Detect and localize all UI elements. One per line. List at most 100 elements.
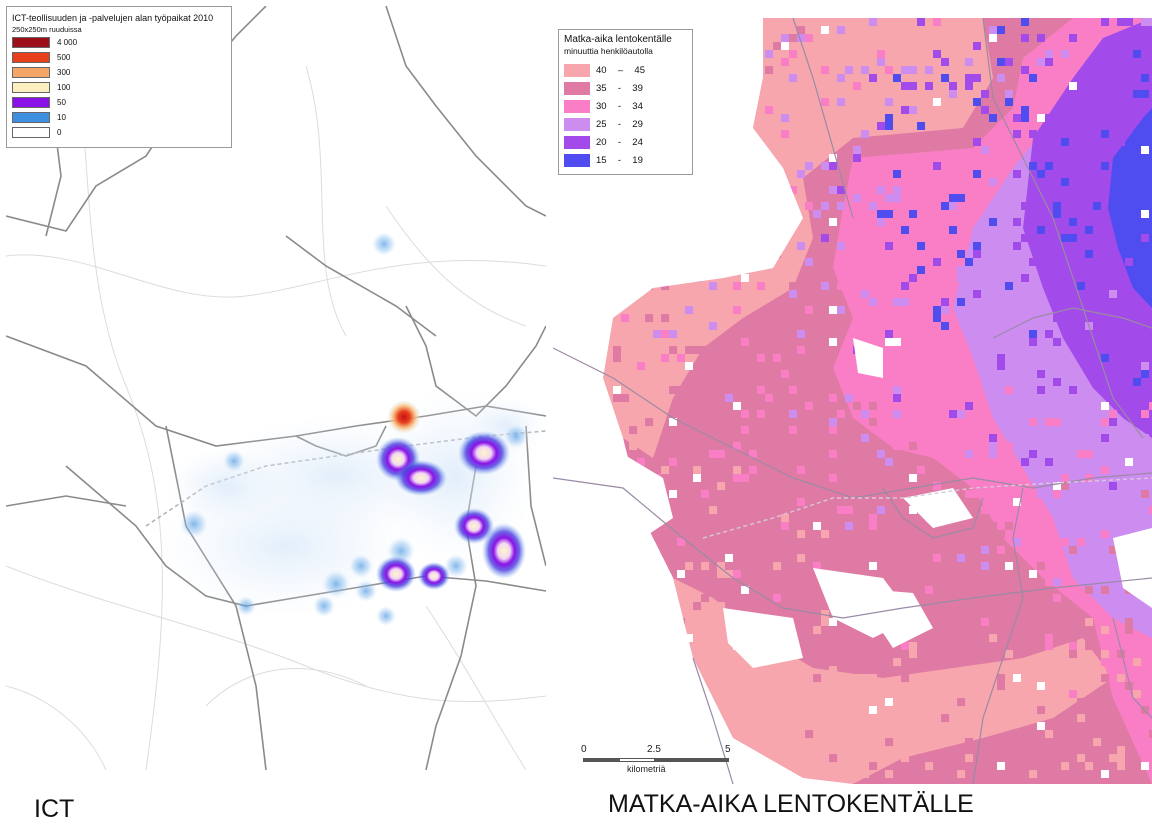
grid-cell (1053, 434, 1061, 442)
grid-cell (861, 130, 869, 138)
grid-cell (933, 594, 941, 602)
grid-cell (805, 730, 813, 738)
grid-cell (949, 194, 957, 202)
grid-cell (805, 482, 813, 490)
grid-cell (805, 738, 813, 746)
grid-cell (933, 330, 941, 338)
grid-cell (909, 642, 917, 650)
grid-cell (901, 642, 909, 650)
grid-cell (661, 466, 669, 474)
grid-cell (997, 442, 1005, 450)
grid-cell (685, 346, 693, 354)
grid-cell (613, 346, 621, 354)
map-railway (702, 477, 1152, 539)
grid-cell (1125, 18, 1133, 26)
grid-cell (973, 290, 981, 298)
grid-cell (941, 714, 949, 722)
grid-cell (781, 42, 789, 50)
travel-time-legend-swatch (564, 100, 590, 113)
grid-cell (829, 338, 837, 346)
ict-legend-label: 50 (57, 98, 66, 107)
grid-cell (997, 546, 1005, 554)
airport-travel-time-map-panel: Matka-aika lentokentälle minuuttia henki… (553, 18, 1152, 784)
grid-cell (869, 762, 877, 770)
grid-cell (933, 18, 941, 26)
grid-cell (893, 410, 901, 418)
grid-cell (693, 602, 701, 610)
grid-cell (1045, 746, 1053, 754)
grid-cell (1045, 538, 1053, 546)
grid-cell (837, 186, 845, 194)
grid-cell (757, 386, 765, 394)
grid-cell (917, 18, 925, 26)
grid-cell (1077, 754, 1085, 762)
grid-cell (917, 466, 925, 474)
grid-cell (1021, 34, 1029, 42)
grid-cell (1125, 618, 1133, 626)
grid-cell (1149, 18, 1152, 26)
scale-bar-segment (655, 758, 729, 762)
grid-cell (717, 634, 725, 642)
grid-cell (1141, 234, 1149, 242)
grid-cell (1061, 178, 1069, 186)
grid-cell (837, 282, 845, 290)
travel-time-legend-label: 25 - 29 (596, 119, 643, 130)
grid-cell (1101, 586, 1109, 594)
travel-time-legend-label: 35 - 39 (596, 83, 643, 94)
grid-cell (989, 114, 997, 122)
grid-cell (1125, 154, 1133, 162)
grid-cell (1109, 410, 1117, 418)
grid-cell (813, 626, 821, 634)
grid-cell (1061, 50, 1069, 58)
grid-cell (1093, 202, 1101, 210)
grid-cell (997, 674, 1005, 682)
grid-cell (789, 410, 797, 418)
grid-cell (1133, 50, 1141, 58)
grid-cell (1069, 770, 1077, 778)
grid-cell (701, 474, 709, 482)
grid-cell (1037, 386, 1045, 394)
grid-cell (821, 618, 829, 626)
grid-cell (741, 586, 749, 594)
grid-cell (869, 202, 877, 210)
grid-cell (997, 26, 1005, 34)
grid-cell (861, 290, 869, 298)
grid-cell (1061, 578, 1069, 586)
grid-cell (997, 578, 1005, 586)
grid-cell (1021, 18, 1029, 26)
grid-cell (989, 698, 997, 706)
grid-cell (725, 554, 733, 562)
ict-caption: ICT (34, 795, 75, 823)
grid-cell (741, 506, 749, 514)
grid-cell (805, 34, 813, 42)
grid-cell (829, 426, 837, 434)
grid-cell (981, 90, 989, 98)
grid-cell (773, 738, 781, 746)
grid-cell (1029, 210, 1037, 218)
grid-cell (1101, 530, 1109, 538)
grid-cell (821, 202, 829, 210)
grid-cell (757, 722, 765, 730)
grid-cell (677, 386, 685, 394)
grid-cell (941, 58, 949, 66)
grid-cell (829, 394, 837, 402)
grid-cell (669, 346, 677, 354)
grid-cell (989, 26, 997, 34)
grid-cell (1133, 658, 1141, 666)
grid-cell (805, 306, 813, 314)
grid-cell (1045, 634, 1053, 642)
map-roads (553, 18, 1152, 784)
grid-cell (885, 738, 893, 746)
grid-cell (1117, 674, 1125, 682)
ict-legend-swatch (12, 82, 50, 93)
grid-cell (901, 586, 909, 594)
grid-cell (1021, 114, 1029, 122)
grid-cell (733, 570, 741, 578)
grid-cell (789, 34, 797, 42)
grid-cell (933, 50, 941, 58)
grid-cell (1005, 442, 1013, 450)
grid-cell (965, 586, 973, 594)
grid-cell (941, 202, 949, 210)
grid-cell (949, 578, 957, 586)
grid-cell (1101, 674, 1109, 682)
